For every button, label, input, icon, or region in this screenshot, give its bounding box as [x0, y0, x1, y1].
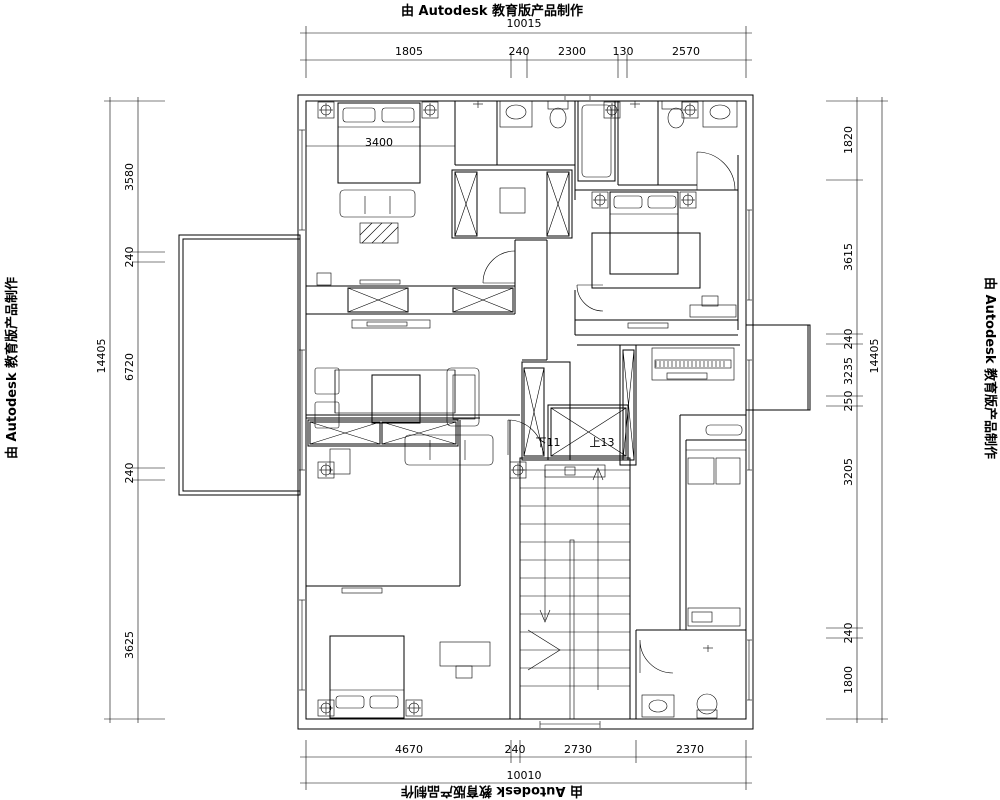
staircase: [519, 457, 631, 720]
dim-right-3: 240: [842, 329, 855, 350]
dim-left-2: 240: [123, 247, 136, 268]
balcony-left: [178, 234, 301, 496]
dim-left-1: 3580: [123, 163, 136, 191]
stair-break-line: [527, 629, 561, 671]
dim-top-5: 2570: [672, 45, 700, 58]
left-dimension-lines: [104, 97, 165, 723]
dim-top-3: 2300: [558, 45, 586, 58]
dim-right-6: 3205: [842, 458, 855, 486]
dim-bottom-3: 2730: [564, 743, 592, 756]
dim-right-1: 1820: [842, 126, 855, 154]
lamp-icon: [421, 101, 439, 119]
dim-left-4: 240: [123, 463, 136, 484]
dim-right-2: 3615: [842, 243, 855, 271]
lamp-icon: [603, 101, 621, 119]
wardrobe-center: [523, 349, 635, 478]
dim-right-7: 240: [842, 623, 855, 644]
lamp-icons: [317, 101, 699, 717]
dim-left-total: 14405: [95, 339, 108, 374]
dim-top-2: 240: [509, 45, 530, 58]
dim-right-5: 250: [842, 391, 855, 412]
lamp-icon: [681, 101, 699, 119]
dim-right-8: 1800: [842, 666, 855, 694]
top-dimension-lines: [300, 26, 752, 78]
dim-top-4: 130: [613, 45, 634, 58]
lamp-icon: [405, 699, 423, 717]
stair-down-label: 下11: [536, 436, 561, 449]
dim-bottom-1: 4670: [395, 743, 423, 756]
doors: [482, 151, 736, 674]
dim-left-5: 3625: [123, 631, 136, 659]
dim-bottom-2: 240: [505, 743, 526, 756]
bathroom-fixtures: [473, 100, 738, 719]
dim-top-1: 1805: [395, 45, 423, 58]
wardrobe-top-left: [347, 287, 514, 329]
dim-bottom-4: 2370: [676, 743, 704, 756]
stair-up-label: 上13: [590, 436, 615, 449]
dim-top-total: 10015: [507, 17, 542, 30]
lamp-icon: [317, 699, 335, 717]
lamp-icon: [679, 191, 697, 209]
right-dimension-lines: [826, 97, 888, 723]
piano-keys: [655, 361, 725, 367]
wardrobe-center-top: [454, 171, 570, 237]
watermark-top: 由 Autodesk 教育版产品制作: [401, 3, 583, 19]
bedroom-top-right: [591, 191, 737, 381]
arrow-down-icon: [539, 609, 551, 623]
room-width-label: 3400: [365, 136, 393, 149]
dim-left-3: 6720: [123, 353, 136, 381]
bottom-dimension-lines: [300, 740, 752, 790]
watermark-bottom: 由 Autodesk 教育版产品制作: [401, 783, 583, 799]
lamp-icon: [317, 461, 335, 479]
windows: [299, 96, 752, 728]
arrow-up-icon: [592, 467, 604, 481]
kitchen: [686, 424, 746, 627]
dim-right-total: 14405: [868, 339, 881, 374]
watermark-right: 由 Autodesk 教育版产品制作: [982, 277, 998, 459]
balcony-right: [745, 324, 811, 411]
bedroom-bottom-left: [307, 419, 491, 719]
dim-bottom-total: 10010: [507, 769, 542, 782]
lamp-icon: [591, 191, 609, 209]
lamp-icon: [317, 101, 335, 119]
living-room: [314, 367, 494, 466]
dim-right-4: 3235: [842, 357, 855, 385]
bedroom-top-left: [306, 102, 455, 286]
watermark-left: 由 Autodesk 教育版产品制作: [4, 277, 20, 459]
